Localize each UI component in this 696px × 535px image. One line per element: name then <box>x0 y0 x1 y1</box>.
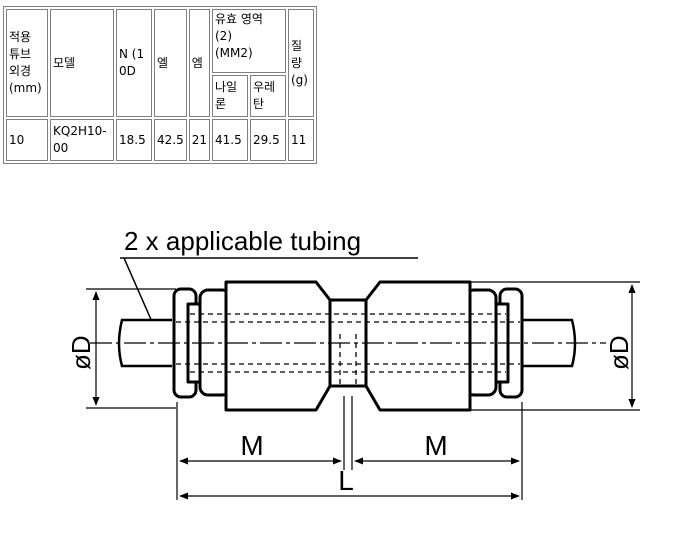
callout-group: 2 x applicable tubing <box>120 226 418 341</box>
cell-mass: 11 <box>288 119 314 161</box>
dim-m-right-label: M <box>424 430 447 461</box>
header-hex: 엠 <box>188 9 210 117</box>
dimension-left-d <box>86 288 176 409</box>
dimension-right-d <box>468 281 640 411</box>
header-nylon: 나일 론 <box>212 75 248 117</box>
table-header-row: 적용 튜브 외경 (mm) 모델 N (1 0D 엘 엠 유효 영역 (2) (… <box>6 9 314 117</box>
dim-l-label: L <box>338 465 354 496</box>
cell-urethane: 29.5 <box>250 119 286 161</box>
dim-left-d-label: øD <box>66 335 96 370</box>
header-tube-od: 적용 튜브 외경 (mm) <box>6 9 48 117</box>
header-model: 모델 <box>50 9 114 117</box>
cell-n: 18.5 <box>116 119 152 161</box>
cell-nylon: 41.5 <box>212 119 248 161</box>
cell-tube-od: 10 <box>6 119 48 161</box>
extension-lines <box>176 396 523 500</box>
table-row: 10 KQ2H10- 00 18.5 42.5 21 41.5 29.5 11 <box>6 119 314 161</box>
header-n: N (1 0D <box>116 9 152 117</box>
header-flow-area: 유효 영역 (2) (MM2) <box>212 9 286 73</box>
dim-right-d-label: øD <box>604 335 634 370</box>
spec-table: 적용 튜브 외경 (mm) 모델 N (1 0D 엘 엠 유효 영역 (2) (… <box>3 6 317 164</box>
header-elbow: 엘 <box>154 9 187 117</box>
fitting-body <box>172 280 524 412</box>
cell-elbow: 42.5 <box>154 119 187 161</box>
dim-m-left-label: M <box>240 430 263 461</box>
cell-model: KQ2H10- 00 <box>50 119 114 161</box>
hidden-lines <box>176 313 520 386</box>
header-urethane: 우레 탄 <box>250 75 286 117</box>
cell-hex: 21 <box>188 119 210 161</box>
header-mass: 질 량 (g) <box>288 9 314 117</box>
table-subheader-row: 나일 론 우레 탄 <box>6 75 314 117</box>
callout-label: 2 x applicable tubing <box>124 226 361 256</box>
